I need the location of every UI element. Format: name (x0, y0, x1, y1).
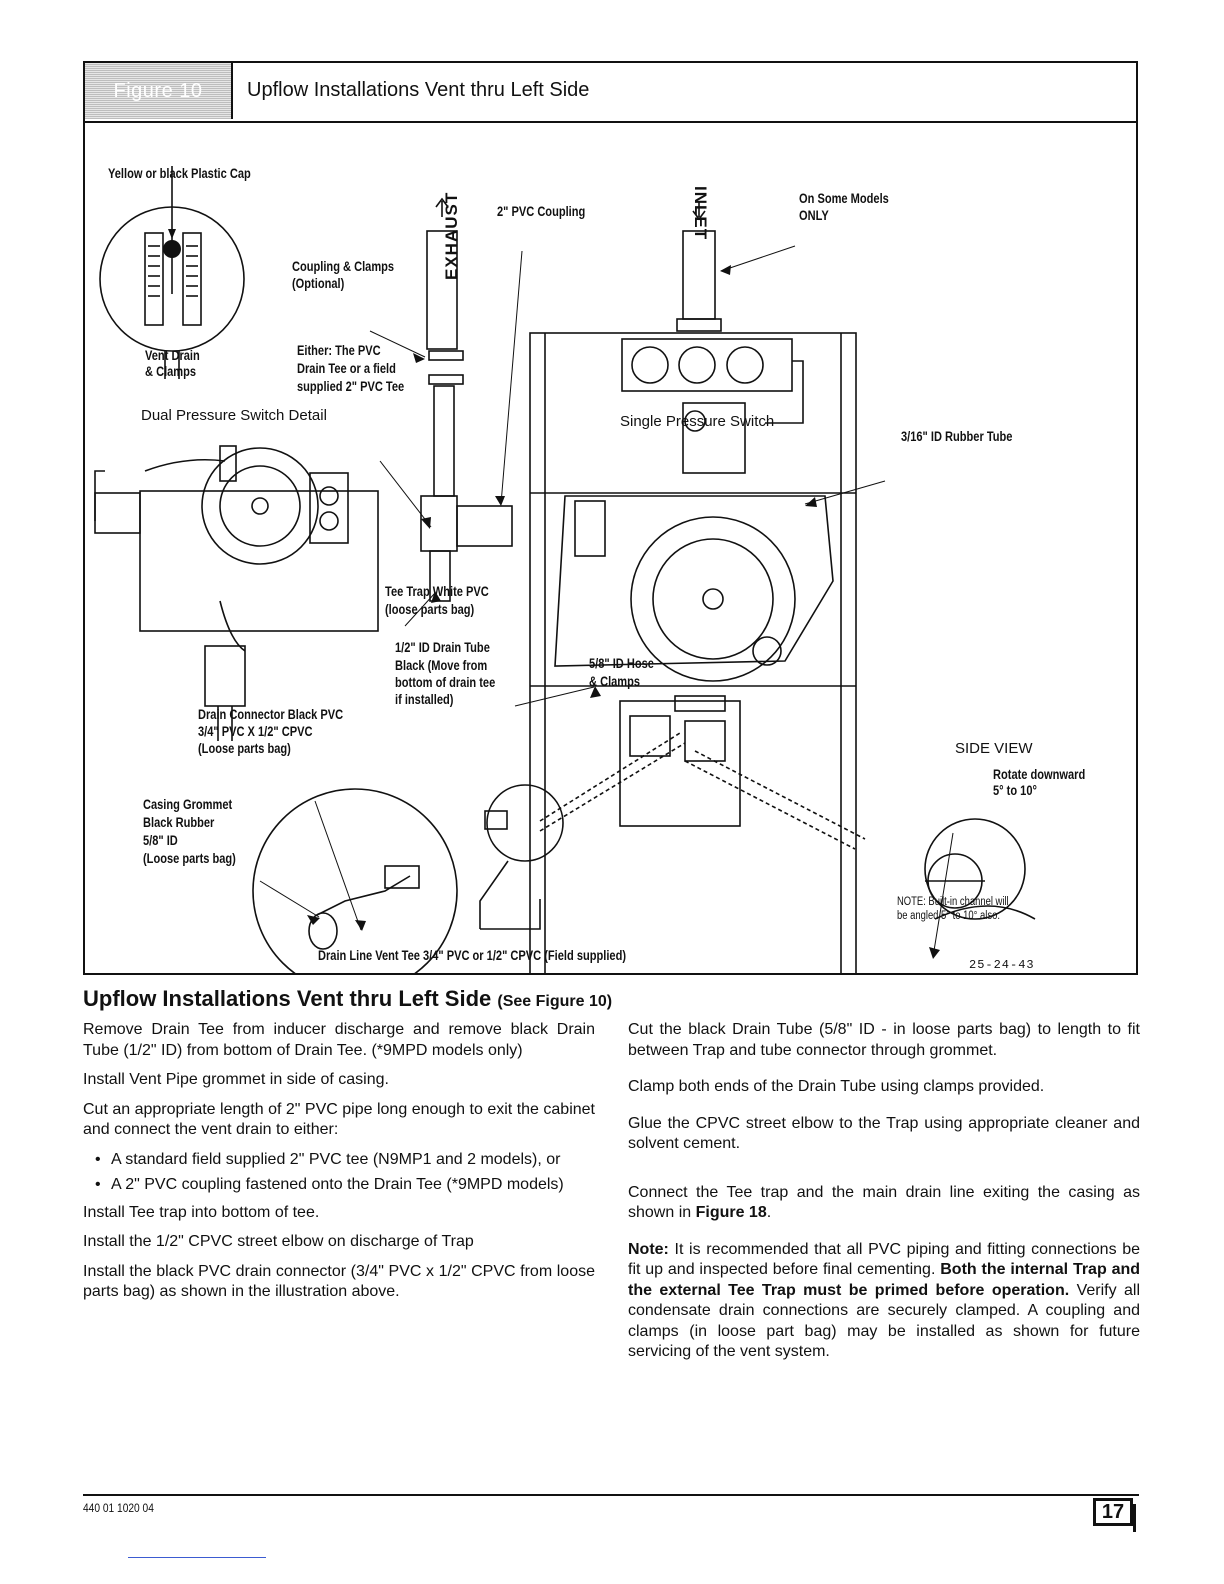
side-view-circle (924, 818, 1026, 920)
right-p3: Glue the CPVC street elbow to the Trap u… (628, 1114, 1140, 1153)
right-p2: Clamp both ends of the Drain Tube using … (628, 1078, 1045, 1095)
right-p4: Connect the Tee trap and the main drain … (628, 1183, 1140, 1224)
label-rotate-2: 5° to 10° (993, 783, 1037, 798)
note-text-c: Verify all condensate drain connections … (628, 1281, 1141, 1361)
dual-inducer-wheel (201, 447, 319, 565)
footer-rule (83, 1494, 1139, 1496)
figure-header: Figure 10 Upflow Installations Vent thru… (85, 63, 1136, 123)
label-coupling-clamps-1: Coupling & Clamps (292, 259, 395, 274)
vent-drain-options: A standard field supplied 2" PVC tee (N9… (83, 1150, 595, 1196)
label-drain-tube-3: bottom of drain tee (395, 675, 496, 690)
label-grommet-3: 5/8" ID (143, 833, 178, 848)
label-rubber-tube: 3/16" ID Rubber Tube (901, 429, 1013, 444)
figure-frame: Figure 10 Upflow Installations Vent thru… (83, 61, 1138, 975)
figure-18-ref: Figure 18 (695, 1204, 767, 1221)
label-grommet-4: (Loose parts bag) (143, 851, 236, 866)
right-p4-text: Connect the Tee trap and the main drain … (628, 1183, 1140, 1222)
label-single-switch: Single Pressure Switch (620, 413, 775, 430)
figure-title: Upflow Installations Vent thru Left Side (247, 79, 590, 101)
label-either-2: Drain Tee or a field (297, 361, 396, 376)
label-exhaust: EXHAUST (442, 191, 461, 280)
label-vent-drain-1: Vent Drain (145, 348, 200, 363)
note-label: Note: (628, 1240, 669, 1258)
section-see-ref: (See Figure 10) (497, 993, 613, 1010)
label-drain-line: Drain Line Vent Tee 3/4" PVC or 1/2" CPV… (318, 948, 627, 963)
label-vent-drain-2: & Clamps (145, 364, 197, 379)
label-inlet: INLET (691, 186, 710, 241)
label-drain-tube-2: Black (Move from (395, 658, 488, 673)
label-tee-trap-1: Tee Trap White PVC (385, 584, 489, 599)
label-either-1: Either: The PVC (297, 343, 381, 358)
label-grommet-1: Casing Grommet (143, 797, 233, 812)
left-p3: Cut an appropriate length of 2" PVC pipe… (83, 1100, 595, 1139)
label-dual-switch: Dual Pressure Switch Detail (141, 407, 327, 424)
exhaust-pipe (426, 230, 458, 350)
option-pvc-coupling: A 2" PVC coupling fastened onto the Drai… (95, 1175, 595, 1196)
label-hose-1: 5/8" ID Hose (589, 656, 654, 671)
label-note-1: NOTE: Built-in channel will (897, 896, 1009, 908)
right-p4-end: . (766, 1204, 772, 1221)
inlet-pipe (682, 230, 716, 320)
label-hose-2: & Clamps (589, 674, 641, 689)
label-coupling-clamps-2: (Optional) (292, 276, 345, 291)
page-number: 17 (1093, 1498, 1136, 1532)
main-inducer-wheel (630, 516, 796, 682)
note-text-a: It is recommended that all PVC piping an… (628, 1240, 1140, 1279)
label-grommet-2: Black Rubber (143, 815, 215, 830)
label-rotate-1: Rotate downward (993, 767, 1086, 782)
footer-code: 440 01 1020 04 (83, 1501, 154, 1515)
label-pvc-coupling: 2" PVC Coupling (497, 204, 586, 219)
label-some-models-1: On Some Models (799, 191, 889, 206)
label-note-2: be angled 5° to 10° also. (897, 910, 1000, 922)
label-either-3: supplied 2" PVC Tee (297, 379, 405, 394)
connector-detail-circle (486, 784, 564, 862)
furnace-casing (529, 332, 857, 973)
label-connector-3: (Loose parts bag) (198, 741, 291, 756)
left-column: Remove Drain Tee from inducer discharge … (83, 1020, 595, 1312)
left-p4: Install Tee trap into bottom of tee. (83, 1203, 320, 1221)
section-title: Upflow Installations Vent thru Left Side… (83, 986, 612, 1012)
right-p1: Cut the black Drain Tube (5/8" ID - in l… (628, 1021, 1140, 1059)
grommet-detail-circle (252, 788, 458, 973)
label-side-view: SIDE VIEW (955, 740, 1033, 757)
left-p5: Install the 1/2" CPVC street elbow on di… (83, 1233, 474, 1250)
label-some-models-2: ONLY (799, 208, 829, 223)
left-p2: Install Vent Pipe grommet in side of cas… (83, 1071, 389, 1088)
bottom-link-line (128, 1557, 266, 1558)
label-connector-2: 3/4" PVC X 1/2" CPVC (198, 724, 313, 739)
label-drain-tube-1: 1/2" ID Drain Tube (395, 640, 490, 655)
section-title-text: Upflow Installations Vent thru Left Side (83, 986, 492, 1011)
figure-doc-number: 25-24-43 (969, 958, 1035, 972)
note-paragraph: Note: It is recommended that all PVC pip… (628, 1240, 1140, 1363)
left-p1: Remove Drain Tee from inducer discharge … (83, 1021, 595, 1059)
installation-diagram (94, 166, 1036, 973)
figure-tag: Figure 10 (85, 63, 233, 119)
label-cap: Yellow or black Plastic Cap (108, 166, 251, 181)
label-drain-tube-4: if installed) (395, 692, 454, 707)
label-tee-trap-2: (loose parts bag) (385, 602, 475, 617)
right-column: Cut the black Drain Tube (5/8" ID - in l… (628, 1020, 1140, 1372)
left-p6: Install the black PVC drain connector (3… (83, 1262, 595, 1301)
option-standard-tee: A standard field supplied 2" PVC tee (N9… (95, 1150, 595, 1171)
note-warning: Both the internal Trap and the external … (628, 1261, 1141, 1299)
label-connector-1: Drain Connector Black PVC (198, 707, 344, 722)
